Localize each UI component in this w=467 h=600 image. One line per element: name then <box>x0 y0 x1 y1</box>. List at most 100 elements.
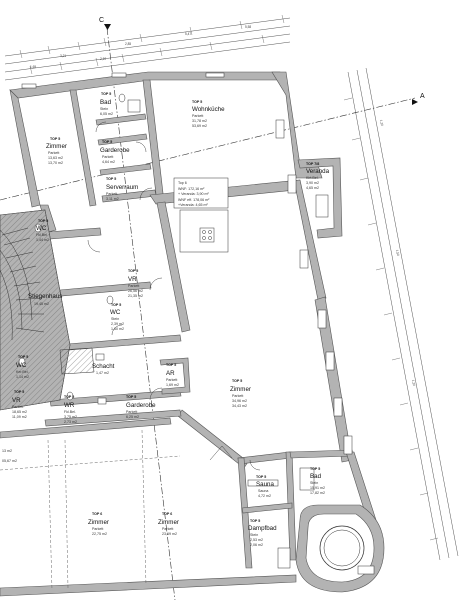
svg-text:Parkett: Parkett <box>92 527 103 531</box>
room-labels: TOP 5 Bad Stein 6,05 m2 TOP 5 Zimmer Par… <box>2 92 330 547</box>
svg-text:34,96 m2: 34,96 m2 <box>232 399 247 403</box>
svg-text:TOP 6: TOP 6 <box>162 512 172 516</box>
room-serverraum: TOP 5 Serverraum Parkett 3,11 m2 <box>106 177 138 201</box>
svg-text:Stiegenhaus: Stiegenhaus <box>28 293 62 300</box>
svg-text:Garderobe: Garderobe <box>100 147 130 154</box>
room-wc-left: TOP 5 WC Fkl.Bel 1,44 m2 <box>36 219 49 242</box>
svg-text:Parkett: Parkett <box>192 114 203 118</box>
svg-text:AR: AR <box>166 370 175 377</box>
room-vr-mid: TOP 5 VR Parkett 26,56 m2 21,35 m2 <box>128 269 143 298</box>
svg-text:TOP 7/8: TOP 7/8 <box>306 162 319 166</box>
room-wr: TOP 5 WR Fkl.Bel. 3,75 m2 2,73 m2 <box>64 395 77 424</box>
toilet-icon <box>18 357 26 367</box>
room-garderobe-low: TOP 5 Garderobe Parkett 6,25 m2 <box>126 395 156 419</box>
svg-text:VR: VR <box>12 397 21 404</box>
svg-text:Parkett: Parkett <box>232 394 243 398</box>
round-tub <box>319 525 365 571</box>
svg-text:TOP 5: TOP 5 <box>250 519 260 523</box>
room-dampfbad: TOP 5 Dampfbad Stein 2,53 m2 2,06 m2 <box>248 519 277 547</box>
summary-box: Top 6 WNF: 172,16 m² + Veranda: 3,90 m² … <box>173 177 229 209</box>
room-zimmer-nw: TOP 5 Zimmer Parkett 13,63 m2 13,70 m2 <box>46 137 67 165</box>
room-wc-mid: TOP 5 WC Stein 2,39 m2 1,60 m2 <box>110 303 124 331</box>
sink-icon <box>97 397 107 405</box>
svg-text:TOP 5: TOP 5 <box>310 467 320 471</box>
svg-text:6,25 m2: 6,25 m2 <box>126 415 139 419</box>
svg-text:WC: WC <box>110 309 121 316</box>
doors <box>87 121 261 471</box>
section-a-arrow <box>412 99 418 105</box>
svg-text:Dampfbad: Dampfbad <box>248 525 277 532</box>
svg-text:4,64 m2: 4,64 m2 <box>102 160 115 164</box>
shaft-hatch <box>59 347 95 375</box>
dimension-numbers: 3,212,855,47 5,581,652,10 1,20 1,50 1,20 <box>30 25 416 386</box>
svg-text:4,65 m2: 4,65 m2 <box>306 186 319 190</box>
summary-line2: WNF: 172,16 m² <box>178 187 205 191</box>
summary-line5: +Veranda: 4,65 m² <box>178 203 208 207</box>
svg-text:2,73 m2: 2,73 m2 <box>64 420 77 424</box>
bath-vanity <box>299 467 315 491</box>
svg-text:4,72 m2: 4,72 m2 <box>258 494 271 498</box>
windows <box>21 72 375 575</box>
svg-text:2,85: 2,85 <box>125 42 131 46</box>
svg-text:11,09 m2: 11,09 m2 <box>12 415 27 419</box>
svg-text:3,21: 3,21 <box>60 54 66 58</box>
svg-text:TOP 5: TOP 5 <box>166 363 176 367</box>
svg-text:TOP 5: TOP 5 <box>106 177 116 181</box>
svg-text:22,75 m2: 22,75 m2 <box>92 532 107 536</box>
svg-text:2,39 m2: 2,39 m2 <box>111 322 124 326</box>
svg-text:TOP 5: TOP 5 <box>111 303 121 307</box>
svg-text:13,63 m2: 13,63 m2 <box>48 156 63 160</box>
svg-text:5,58: 5,58 <box>245 25 251 29</box>
svg-text:WC: WC <box>36 225 47 232</box>
svg-text:2,10: 2,10 <box>100 57 106 61</box>
svg-text:TOP 5: TOP 5 <box>64 395 74 399</box>
room-veranda: TOP 7/8 Veranda Kirt.Bel. 3,90 m2 4,65 m… <box>306 162 330 190</box>
svg-text:2,06 m2: 2,06 m2 <box>250 543 263 547</box>
fixtures <box>18 93 329 491</box>
svg-text:TOP 5: TOP 5 <box>232 379 242 383</box>
svg-text:TOP 5: TOP 5 <box>50 137 60 141</box>
section-a-label: A <box>420 93 425 100</box>
svg-text:19,45 m2: 19,45 m2 <box>34 302 49 306</box>
room-bad-low: TOP 5 Bad Stein 15,91 m2 17,82 m2 <box>310 467 325 495</box>
svg-text:Ker.Bel.: Ker.Bel. <box>16 370 29 374</box>
svg-text:Kirt.Bel.: Kirt.Bel. <box>306 176 319 180</box>
svg-text:26,56 m2: 26,56 m2 <box>128 289 143 293</box>
svg-text:Zimmer: Zimmer <box>158 519 179 526</box>
toilet-icon <box>118 93 126 103</box>
svg-text:WR: WR <box>64 402 75 409</box>
svg-text:Parkett: Parkett <box>162 527 173 531</box>
room-vr-low: TOP 5 VR Parkett 18,65 m2 11,09 m2 <box>12 390 27 419</box>
svg-text:1,60 m2: 1,60 m2 <box>111 327 124 331</box>
section-markers: C A <box>99 17 425 105</box>
room-sauna: TOP 5 Sauna Sauna 4,72 m2 <box>256 475 274 498</box>
svg-text:1,69 m2: 1,69 m2 <box>166 383 179 387</box>
svg-text:Zimmer: Zimmer <box>230 386 251 393</box>
svg-text:15,91 m2: 15,91 m2 <box>310 486 325 490</box>
veranda-bench <box>315 194 329 218</box>
round-bay <box>295 504 385 593</box>
summary-box-frame <box>173 177 229 209</box>
svg-text:Bad: Bad <box>310 473 322 480</box>
svg-text:Parkett: Parkett <box>126 410 137 414</box>
svg-text:WC: WC <box>16 362 27 369</box>
svg-text:TOP 5: TOP 5 <box>101 92 111 96</box>
svg-text:Fkl.Bel: Fkl.Bel <box>36 233 47 237</box>
svg-text:Zimmer: Zimmer <box>46 143 67 150</box>
svg-text:21,35 m2: 21,35 m2 <box>128 294 143 298</box>
svg-text:TOP 5: TOP 5 <box>126 395 136 399</box>
svg-text:Stein: Stein <box>310 481 318 485</box>
dimension-lines <box>4 14 459 561</box>
room-edge-left: 13 m2 05,67 m2 <box>2 449 17 463</box>
room-wc-low: TOP 5 WC Ker.Bel. 1,14 m2 <box>16 355 29 379</box>
svg-text:3,11 m2: 3,11 m2 <box>106 197 119 201</box>
summary-line1: Top 6 <box>178 181 187 185</box>
svg-text:TOP 5: TOP 5 <box>14 390 24 394</box>
svg-text:18,65 m2: 18,65 m2 <box>12 410 27 414</box>
svg-text:TOP 6: TOP 6 <box>92 512 102 516</box>
room-garderobe-top: TOP 5 Garderobe Parkett 4,64 m2 <box>100 140 130 164</box>
svg-text:13 m2: 13 m2 <box>2 449 12 453</box>
svg-text:Bad: Bad <box>100 99 112 106</box>
svg-text:Zimmer: Zimmer <box>88 519 109 526</box>
svg-text:Parkett: Parkett <box>12 405 23 409</box>
